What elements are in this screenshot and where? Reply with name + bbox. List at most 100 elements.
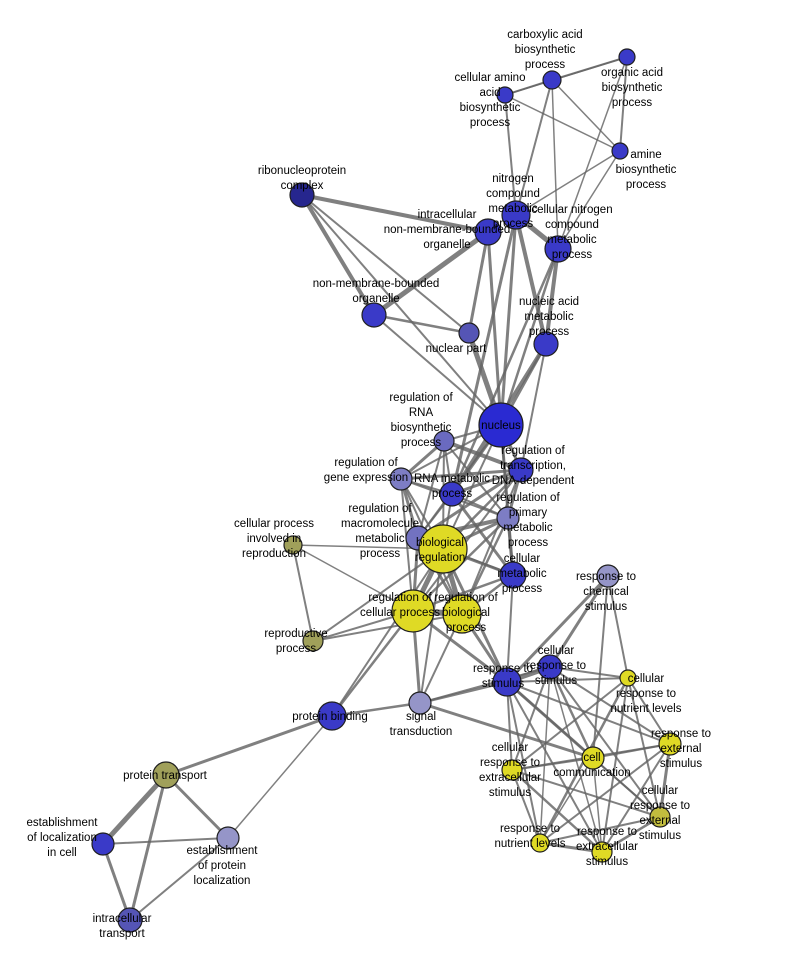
edge-cres-rnl xyxy=(511,769,541,844)
node-eprot[interactable] xyxy=(216,826,240,850)
node-caa[interactable] xyxy=(496,86,514,104)
node-label-cpir: reproduction xyxy=(242,548,306,560)
node-label-cncm: process xyxy=(552,249,593,261)
edge-ncm-nuc xyxy=(499,213,518,427)
node-sigt[interactable] xyxy=(408,691,432,715)
node-label-rext: external xyxy=(661,743,702,755)
node-ptrans[interactable] xyxy=(152,761,180,789)
node-bioreg[interactable] xyxy=(418,524,468,574)
node-itrans[interactable] xyxy=(117,907,143,933)
node-rexs[interactable] xyxy=(591,841,613,863)
edge-rcp-pbind xyxy=(330,609,415,718)
edge-cncm-nam xyxy=(544,247,560,346)
node-label-rmm: macromolecule xyxy=(341,518,419,530)
node-ccom[interactable] xyxy=(581,746,605,770)
edge-rstim-rexs xyxy=(506,681,603,853)
node-nuc[interactable] xyxy=(478,402,524,448)
node-label-cres: stimulus xyxy=(489,787,531,799)
edge-bioreg-pbind xyxy=(331,548,444,717)
node-rcp[interactable] xyxy=(391,589,435,633)
node-label-rrb: RNA xyxy=(409,407,434,419)
node-cmp[interactable] xyxy=(499,561,527,589)
node-amine[interactable] xyxy=(611,142,629,160)
node-cres[interactable] xyxy=(501,759,523,781)
node-label-rchem: stimulus xyxy=(585,601,627,613)
node-label-rtd: DNA-dependent xyxy=(492,475,575,487)
node-rstim[interactable] xyxy=(492,667,522,697)
edge-eprot-pbind xyxy=(227,715,333,839)
node-label-cres: extracellular xyxy=(479,772,541,784)
edge-rstim-crnl xyxy=(506,677,629,683)
edge-ptrans-eprot xyxy=(164,773,230,840)
edge-sigt-pbind xyxy=(330,701,422,718)
edge-cres-rexs xyxy=(510,768,604,854)
edge-carb-ncm xyxy=(515,79,553,216)
edge-eloc-itrans xyxy=(101,842,132,922)
node-nmo[interactable] xyxy=(361,302,387,328)
node-label-ncm: nitrogen xyxy=(492,173,534,185)
node-ncm[interactable] xyxy=(501,200,531,230)
edge-rge-rcp xyxy=(400,478,414,612)
edge-rnl-crext xyxy=(539,816,661,844)
node-rrb[interactable] xyxy=(433,430,455,452)
node-crext[interactable] xyxy=(649,806,671,828)
node-label-crext: external xyxy=(640,815,681,827)
node-rbp[interactable] xyxy=(442,594,482,634)
node-rge[interactable] xyxy=(389,467,413,491)
node-label-org: organic acid xyxy=(601,67,663,79)
node-crs[interactable] xyxy=(537,654,563,680)
node-rext[interactable] xyxy=(658,732,682,756)
node-label-rnam: process xyxy=(432,488,473,500)
edge-rext-crext xyxy=(658,742,672,819)
node-eloc[interactable] xyxy=(91,832,115,856)
node-npart[interactable] xyxy=(458,322,480,344)
node-inmo[interactable] xyxy=(474,218,502,246)
edge-ptrans-itrans xyxy=(128,773,168,922)
edge-amine-cncm xyxy=(557,150,621,250)
node-pbind[interactable] xyxy=(317,701,347,731)
node-label-rmm: regulation of xyxy=(348,503,412,515)
node-label-rpm: primary xyxy=(509,507,548,519)
edge-rnam-cmp xyxy=(450,492,515,577)
edge-rchem-crnl xyxy=(607,575,629,679)
node-cpir[interactable] xyxy=(283,535,303,555)
node-label-repro: reproductive xyxy=(264,628,327,640)
node-rchem[interactable] xyxy=(596,564,620,588)
edge-nmo-nuc xyxy=(373,314,502,426)
edge-rexs-crext xyxy=(600,815,662,854)
node-label-ncm: process xyxy=(493,218,534,230)
node-carb[interactable] xyxy=(542,70,562,90)
node-rnp[interactable] xyxy=(289,182,315,208)
node-org[interactable] xyxy=(618,48,636,66)
node-label-nuc: nucleus xyxy=(481,420,521,432)
node-label-nam: process xyxy=(529,326,570,338)
node-nam[interactable] xyxy=(533,331,559,357)
node-rnam[interactable] xyxy=(439,481,465,507)
node-label-rpm: process xyxy=(508,537,549,549)
edge-rrb-rtd xyxy=(442,439,523,472)
node-label-npart: nuclear part xyxy=(426,343,488,355)
edge-inmo-npart xyxy=(467,230,490,335)
node-rnl[interactable] xyxy=(530,833,550,853)
node-label-carb: process xyxy=(525,59,566,71)
node-rtd[interactable] xyxy=(508,457,534,483)
edge-org-amine xyxy=(619,56,628,152)
node-label-crnl: nutrient levels xyxy=(611,703,682,715)
node-label-rrb: biosynthetic xyxy=(391,422,452,434)
edge-amine-ncm xyxy=(515,150,621,216)
node-crnl[interactable] xyxy=(619,669,637,687)
labels-layer: carboxylic acidbiosyntheticprocessorgani… xyxy=(27,29,712,940)
node-cncm[interactable] xyxy=(544,235,572,263)
edge-cpir-repro xyxy=(292,544,314,642)
node-label-bioreg: biological xyxy=(416,537,464,549)
edge-rstim-rnl xyxy=(506,681,541,844)
node-repro[interactable] xyxy=(302,630,324,652)
edge-crs-rnl xyxy=(539,666,551,844)
node-rpm[interactable] xyxy=(496,506,520,530)
node-label-rge: gene expression xyxy=(324,472,408,484)
edge-pbind-ptrans xyxy=(164,714,334,777)
edge-crs-cres xyxy=(511,666,551,771)
edge-carb-amine xyxy=(551,79,621,152)
edge-rbp-repro xyxy=(312,613,463,642)
